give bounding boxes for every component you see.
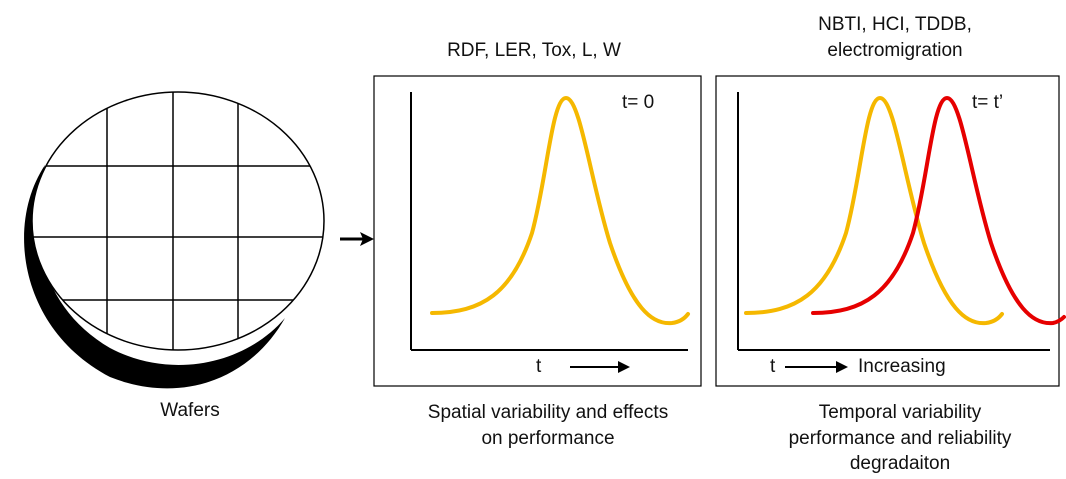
temporal-caption-line3: degradaiton [849, 453, 951, 474]
temporal-caption-line2: performance and reliability [788, 428, 1012, 449]
temporal-mechanisms-label-line2: electromigration [827, 40, 963, 61]
degraded-distribution-curve [811, 95, 1066, 326]
temporal-caption-line1: Temporal variability [818, 402, 982, 423]
spatial-caption-line1: Spatial variability and effects [427, 402, 669, 423]
initial-distribution-curve-temporal [744, 95, 1004, 326]
spatial-x-axis-label: t [536, 356, 542, 377]
temporal-time-label: t= t’ [972, 92, 1003, 113]
spatial-caption-line2: on performance [481, 428, 615, 449]
spatial-panel-frame [373, 75, 702, 387]
spatial-mechanisms-label: RDF, LER, Tox, L, W [447, 40, 621, 61]
initial-distribution-curve [430, 95, 690, 326]
temporal-x-axis-label: t [770, 356, 776, 377]
wafer-disc [31, 91, 325, 351]
temporal-panel: t= t’ t Increasing [715, 75, 1066, 387]
flow-arrow [340, 232, 374, 246]
spatial-time-label: t= 0 [622, 92, 654, 113]
temporal-x-axis-suffix: Increasing [858, 356, 946, 377]
wafer-label: Wafers [160, 400, 220, 421]
wafer-grid [32, 92, 324, 350]
wafer [24, 91, 325, 389]
temporal-mechanisms-label-line1: NBTI, HCI, TDDB, [818, 14, 972, 35]
spatial-panel: t= 0 t [373, 75, 702, 387]
temporal-panel-frame [715, 75, 1060, 387]
spatial-time-arrow [570, 361, 630, 373]
temporal-time-arrow [785, 361, 848, 373]
